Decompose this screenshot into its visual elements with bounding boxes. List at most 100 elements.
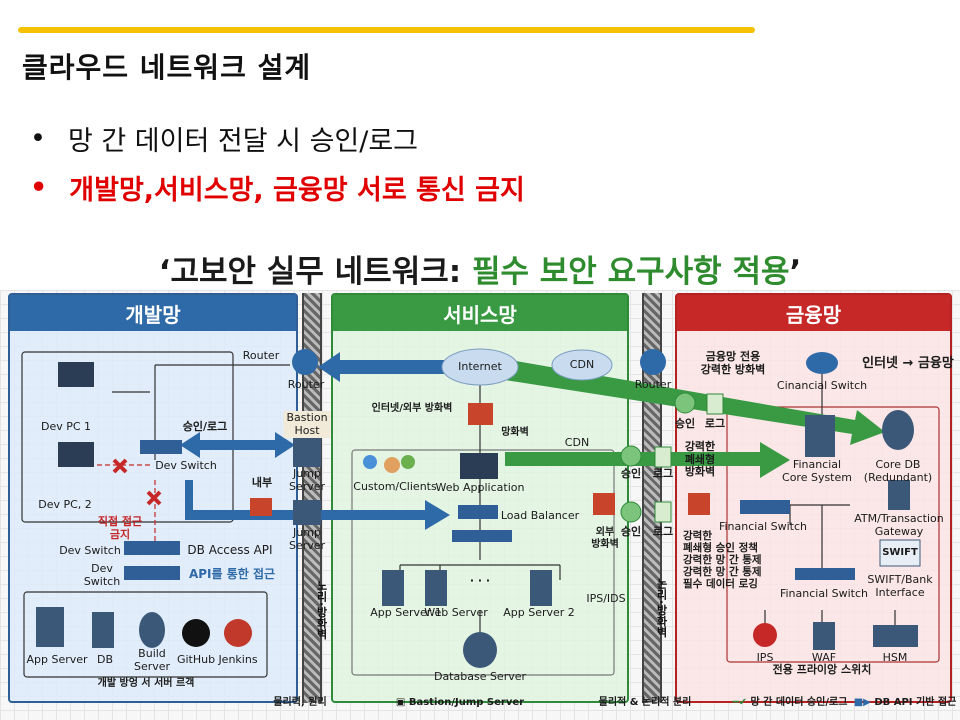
text: ATM/Transaction [854,512,944,525]
slide-title: 클라우드 네트워크 설계 [22,51,312,84]
db-access-api-label: DB Access API [187,543,273,557]
text: 강력한 방화벽 [700,362,766,376]
dev-pc-2-label: Dev PC, 2 [38,498,92,511]
firewall-label: 망화벽 [501,427,529,438]
zone-header: 서비스망 [333,295,627,331]
internal-label: 내부 [251,476,273,489]
text: Build [138,647,166,660]
text: Interface [875,585,925,599]
text: DB API 기반 접근 [874,697,957,708]
bullet-1: • 망 간 데이터 전달 시 승인/로그 [30,119,418,158]
legend-bastion: ▣ Bastion/Jump Server [395,697,525,708]
text: 외부 [595,527,615,538]
app-server-1-label: App Server 1 [370,606,442,619]
log-label: 로그 [704,417,726,430]
text: 방화벽 [591,538,619,550]
financial-switch-label: Cinancial Switch [776,379,868,392]
load-balancer-label: Load Balancer [500,509,580,522]
financial-switch-label: Financial Switch [718,520,808,533]
clients-label: Custom/Clients [353,480,437,493]
dev-to-lb-arrow [185,480,450,530]
text: Server [288,479,326,493]
text: Jump [293,526,321,539]
jenkins-label: Jenkins [218,653,258,666]
server-icons [36,410,921,668]
text: 강력한 망 간 통제 [683,566,762,579]
firewall-icons [250,403,710,516]
dev-switch-label: Dev Switch [59,544,121,557]
text: 직접 접근 [97,515,143,528]
finance-box [726,406,940,663]
waf-label: WAF [811,651,837,664]
dev-switch-label: Dev Switch [155,459,217,472]
text: 망 간 데이터 승인/로그 [750,697,848,708]
private-switch-label: 전용 프라이앙 스위치 [772,663,872,677]
core-db-label: Core DB(Redundant) [863,458,933,484]
approve-log-label: 승인/로그 [182,420,228,433]
dev-box [21,351,234,523]
bullet-mark: • [30,123,46,154]
router-icons [292,349,838,375]
dev-rack-label: 개발 방엉 서 서버 르객 [97,678,195,689]
text: 금융망 전용 [705,350,761,363]
dev-rack-box [23,591,268,678]
bullet-2: • 개발망,서비스망, 금융망 서로 통신 금지 [30,168,525,207]
zone-header: 개발망 [10,295,296,331]
wall-label: 노리·방화벽 [315,580,328,640]
financial-switch-label: Financial Switch [779,587,869,600]
web-application-label: Web Application [435,481,525,494]
text: (Redundant) [863,470,933,484]
bullet-text: 망 간 데이터 전달 시 승인/로그 [67,126,419,157]
text: Dev [91,562,113,575]
text: Server [288,538,326,552]
accent-bar [18,27,755,33]
hsm-label: HSM [882,651,908,664]
approve-label: 승인 [620,467,642,480]
bullet-mark: • [30,172,48,203]
legend-db-api: ■▶ DB API 기반 접근 [853,697,957,708]
approve-log-icons [620,392,724,523]
text: 폐쇄형 [684,452,716,466]
cdn-label: CDN [564,436,590,449]
approve-label: 승인 [620,525,642,538]
text: 폐쇄형 승인 정책 [683,542,758,555]
webapp-to-core-arrow [505,442,790,478]
text: 금지 [109,527,131,541]
database-server-label: Database Server [433,670,527,683]
switch-icons [124,440,855,580]
ips-label: IPS [756,651,774,664]
db-label: DB [96,653,114,666]
text: Core DB [875,458,921,471]
text: Host [294,423,320,437]
cdn-label: CDN [569,358,595,371]
text: Financial [792,458,842,471]
api-access-label: API를 통한 접근 [188,567,276,581]
log-label: 로그 [652,525,674,538]
text: 방화벽 [684,465,716,479]
text: Server [133,659,171,673]
wall-label: 논리·방화벽 [655,578,668,638]
bullet-text: 개발망,서비스망, 금융망 서로 통신 금지 [69,175,525,206]
pc-icons [58,362,498,479]
router-label: Router [287,378,325,391]
bottom-label: 물리력, 원리 [273,697,327,708]
text: SWIFT/Bank [867,573,933,586]
text: Bastion [286,411,328,424]
title-highlight: 필수 보안 요구사항 적용 [471,254,790,290]
title-part: ’ [789,254,802,290]
text: Bastion/Jump Server [408,697,525,708]
service-box [351,449,615,676]
text: 필수 데이터 로깅 [683,578,758,591]
ips-ids-label: IPS/IDS [586,592,626,605]
router-label: Router [634,378,672,391]
text: Gateway [874,524,924,538]
